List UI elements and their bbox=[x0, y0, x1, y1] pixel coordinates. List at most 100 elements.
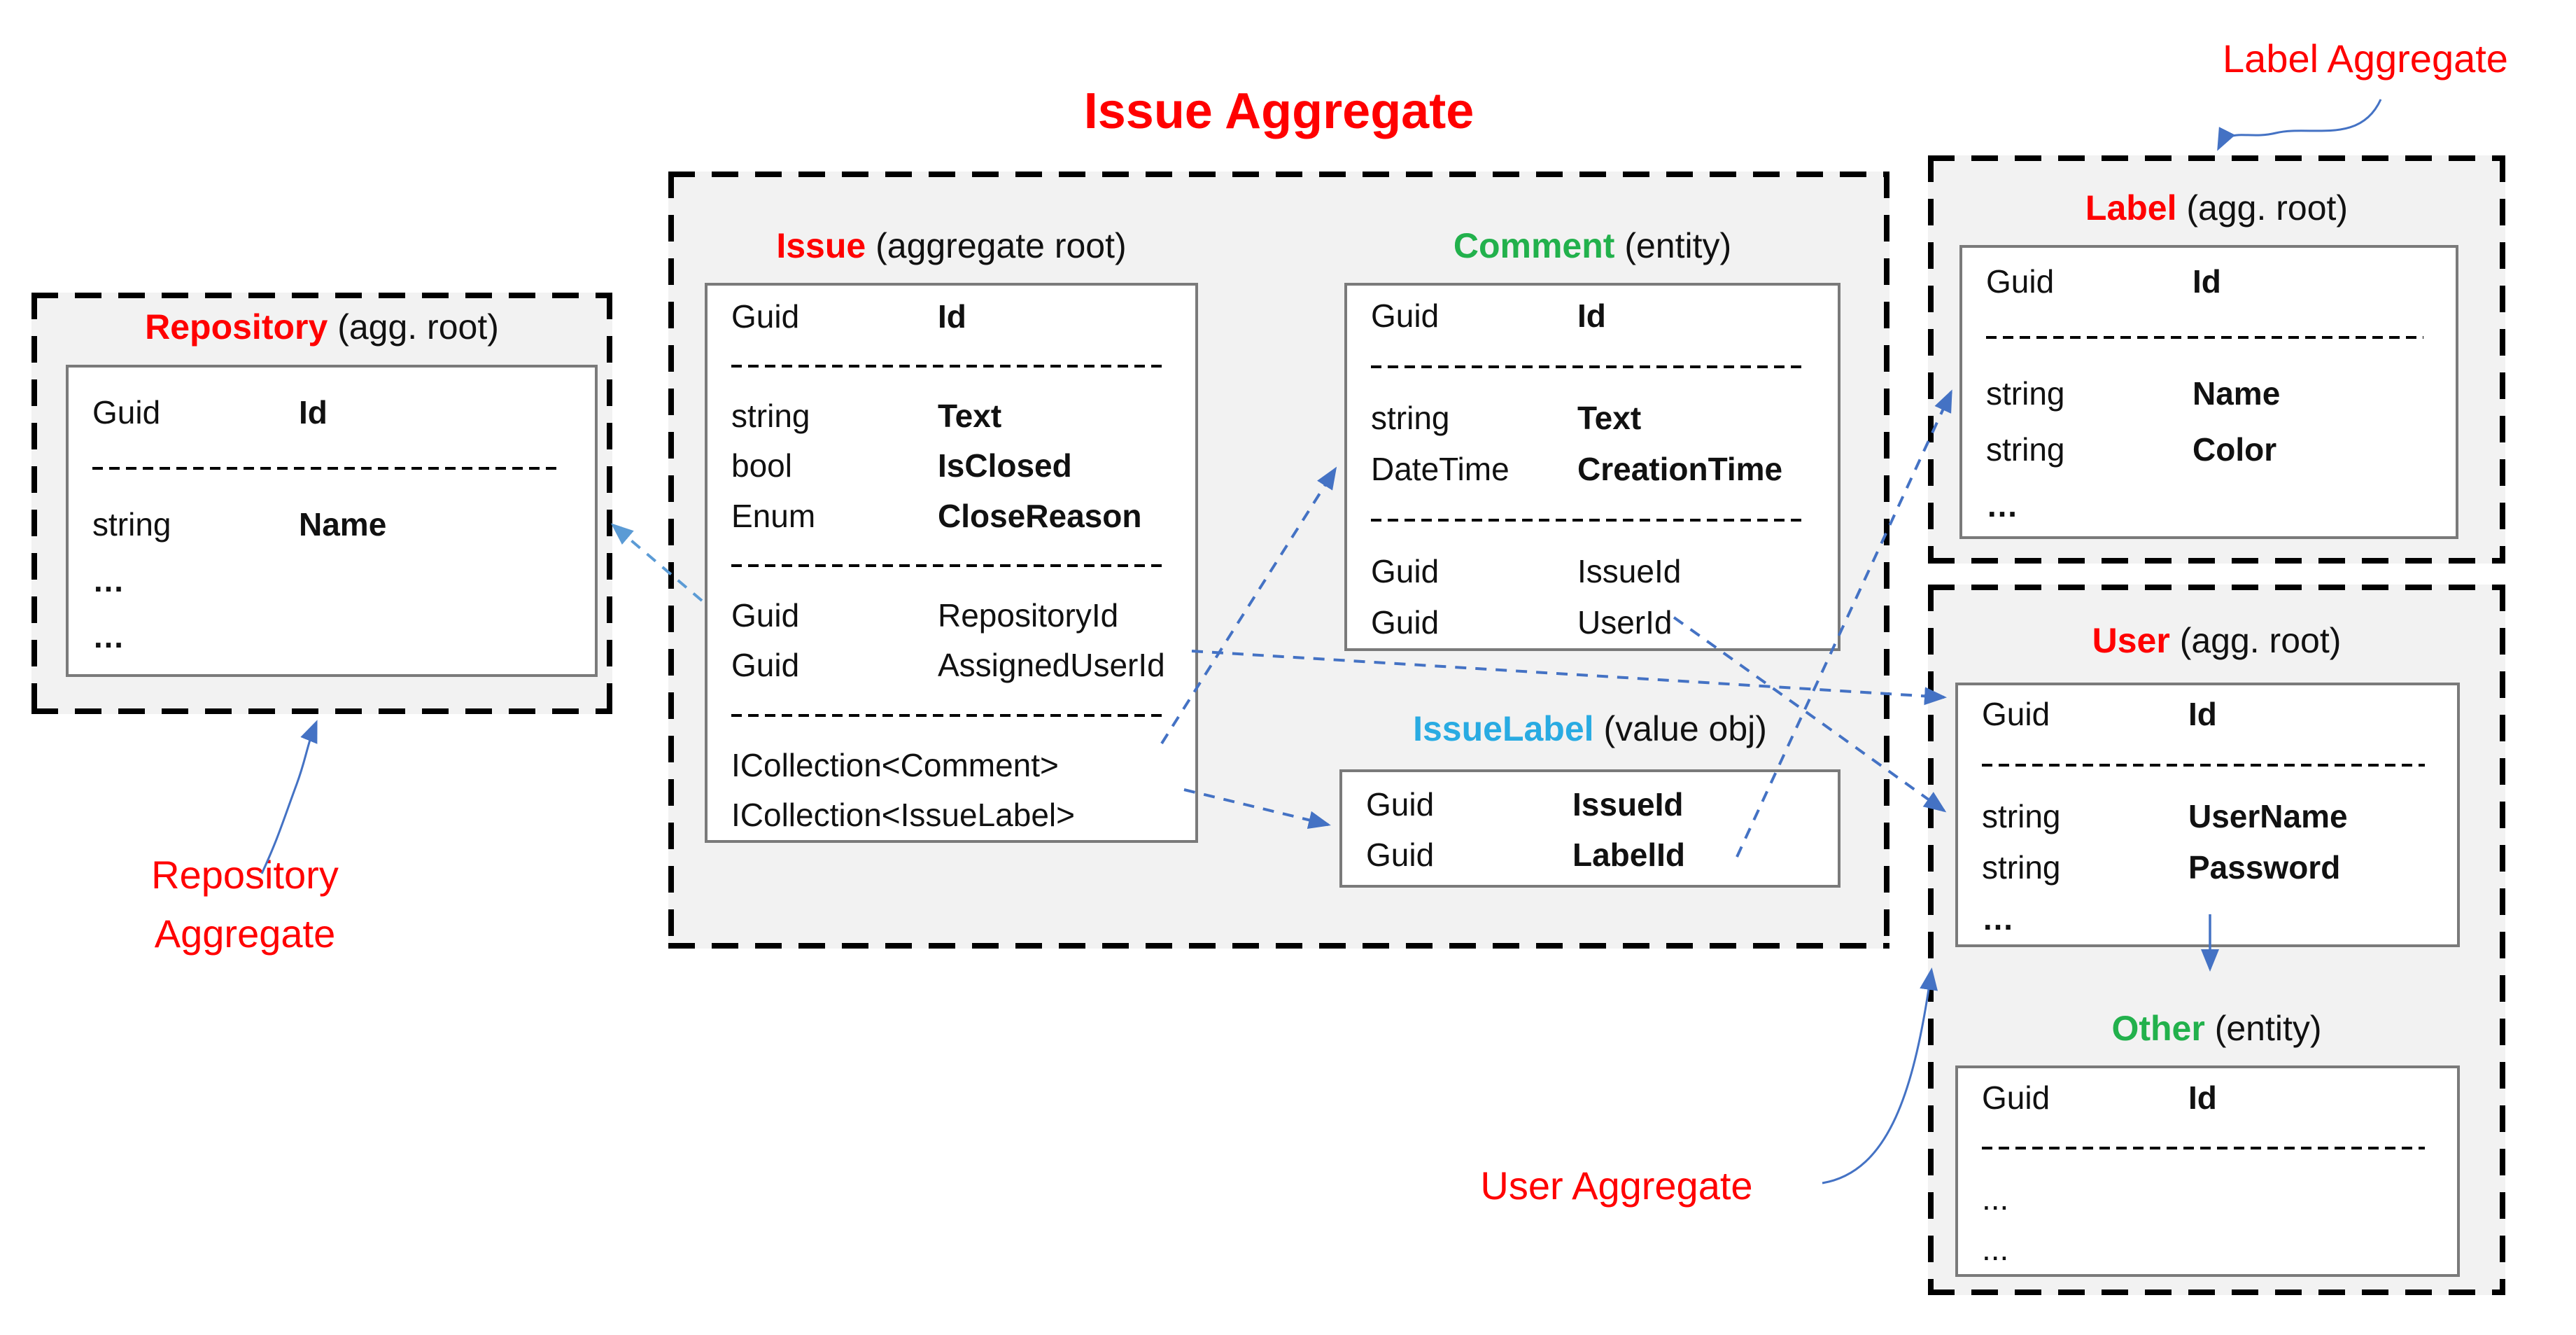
separator-line bbox=[731, 564, 1163, 567]
field-separator bbox=[69, 440, 595, 496]
field-type: Guid bbox=[731, 647, 800, 684]
field-name: UserName bbox=[2188, 797, 2348, 834]
field-row: ... bbox=[1958, 1173, 2457, 1224]
field-name: Name bbox=[299, 506, 387, 543]
repository-box-title: Repository (agg. root) bbox=[31, 307, 612, 347]
separator-line bbox=[92, 467, 563, 470]
field-text: ICollection<Comment> bbox=[731, 747, 1059, 784]
field-name: Name bbox=[2193, 375, 2281, 412]
entity-name: Other bbox=[2111, 1009, 2205, 1048]
field-name: Id bbox=[299, 394, 328, 431]
field-type: Guid bbox=[1986, 263, 2055, 300]
field-row: Guid Id bbox=[708, 291, 1195, 341]
entity-subtitle: (agg. root) bbox=[2179, 621, 2342, 660]
field-name: Text bbox=[1577, 399, 1642, 436]
field-row: Guid Id bbox=[1347, 290, 1838, 341]
field-text: ... bbox=[1982, 1180, 2009, 1217]
field-row: string Name bbox=[69, 496, 595, 552]
entity-subtitle: (aggregate root) bbox=[875, 226, 1127, 265]
field-row: string Name bbox=[1962, 365, 2456, 421]
field-row: ... bbox=[1958, 1224, 2457, 1274]
field-row: Guid IssueId bbox=[1347, 546, 1838, 597]
separator-line bbox=[1982, 1147, 2425, 1149]
field-type: Guid bbox=[1371, 297, 1440, 334]
field-row: Guid RepositoryId bbox=[708, 591, 1195, 641]
repository-entity-box: Guid Id string Name … … bbox=[66, 365, 598, 677]
field-name: Password bbox=[2188, 848, 2341, 886]
label-box-title: Label (agg. root) bbox=[1928, 188, 2505, 228]
field-row: … bbox=[69, 608, 595, 664]
field-separator bbox=[1962, 309, 2456, 365]
field-row: string Text bbox=[1347, 392, 1838, 443]
field-separator bbox=[1958, 739, 2457, 790]
field-name: Text bbox=[938, 398, 1002, 435]
entity-name: Label bbox=[2085, 188, 2177, 228]
field-name: Color bbox=[2193, 431, 2277, 468]
field-type: DateTime bbox=[1371, 450, 1509, 487]
field-type: bool bbox=[731, 447, 792, 484]
field-name: CloseReason bbox=[938, 497, 1142, 534]
field-text: … bbox=[92, 618, 125, 655]
field-row: ICollection<Comment> bbox=[708, 740, 1195, 790]
field-separator bbox=[708, 690, 1195, 740]
entity-name: Repository bbox=[145, 307, 328, 347]
note-arrow-label-aggregate bbox=[2217, 99, 2382, 151]
field-type: string bbox=[1982, 848, 2061, 886]
field-type: Guid bbox=[1982, 1079, 2050, 1116]
field-row: … bbox=[1958, 893, 2457, 944]
label-aggregate-note: Label Aggregate bbox=[2223, 36, 2508, 81]
separator-line bbox=[1986, 336, 2423, 339]
field-name: Id bbox=[938, 298, 966, 335]
separator-line bbox=[1371, 519, 1806, 522]
field-name: Id bbox=[1577, 297, 1606, 334]
entity-subtitle: (agg. root) bbox=[337, 307, 499, 347]
field-row: bool IsClosed bbox=[708, 441, 1195, 491]
field-name: Id bbox=[2193, 263, 2221, 300]
note-arrow-user-aggregate bbox=[1822, 967, 1938, 1184]
repository-aggregate-note: Repository Aggregate bbox=[151, 853, 339, 956]
field-separator bbox=[1958, 1123, 2457, 1173]
field-type: string bbox=[92, 506, 171, 543]
field-name: RepositoryId bbox=[938, 597, 1119, 634]
field-name: LabelId bbox=[1572, 837, 1686, 873]
field-row: Guid Id bbox=[1962, 253, 2456, 309]
entity-name: Issue bbox=[776, 226, 866, 265]
field-text: ICollection<IssueLabel> bbox=[731, 797, 1075, 834]
field-row: Guid AssignedUserId bbox=[708, 641, 1195, 690]
separator-line bbox=[1982, 763, 2425, 767]
field-text: … bbox=[92, 562, 125, 599]
separator-line bbox=[731, 713, 1163, 717]
field-type: Guid bbox=[731, 298, 800, 335]
field-text: ... bbox=[1982, 1231, 2009, 1267]
field-separator bbox=[708, 540, 1195, 590]
field-type: string bbox=[1986, 375, 2065, 412]
field-type: Guid bbox=[92, 394, 161, 431]
entity-name: Comment bbox=[1453, 226, 1615, 265]
issuelabel-box-title: IssueLabel (value obj) bbox=[1339, 708, 1840, 749]
field-row: string Password bbox=[1958, 841, 2457, 893]
field-type: Guid bbox=[1371, 553, 1440, 590]
field-name: IsClosed bbox=[938, 447, 1072, 484]
separator-line bbox=[731, 364, 1163, 368]
field-text: … bbox=[1986, 487, 2018, 524]
field-name: IssueId bbox=[1577, 553, 1682, 590]
field-type: string bbox=[1371, 399, 1450, 436]
field-name: AssignedUserId bbox=[938, 647, 1165, 684]
field-type: Guid bbox=[1371, 604, 1440, 641]
entity-subtitle: (entity) bbox=[1624, 226, 1732, 265]
entity-subtitle: (agg. root) bbox=[2186, 188, 2349, 228]
entity-name: IssueLabel bbox=[1413, 709, 1594, 748]
field-type: Guid bbox=[731, 597, 800, 634]
